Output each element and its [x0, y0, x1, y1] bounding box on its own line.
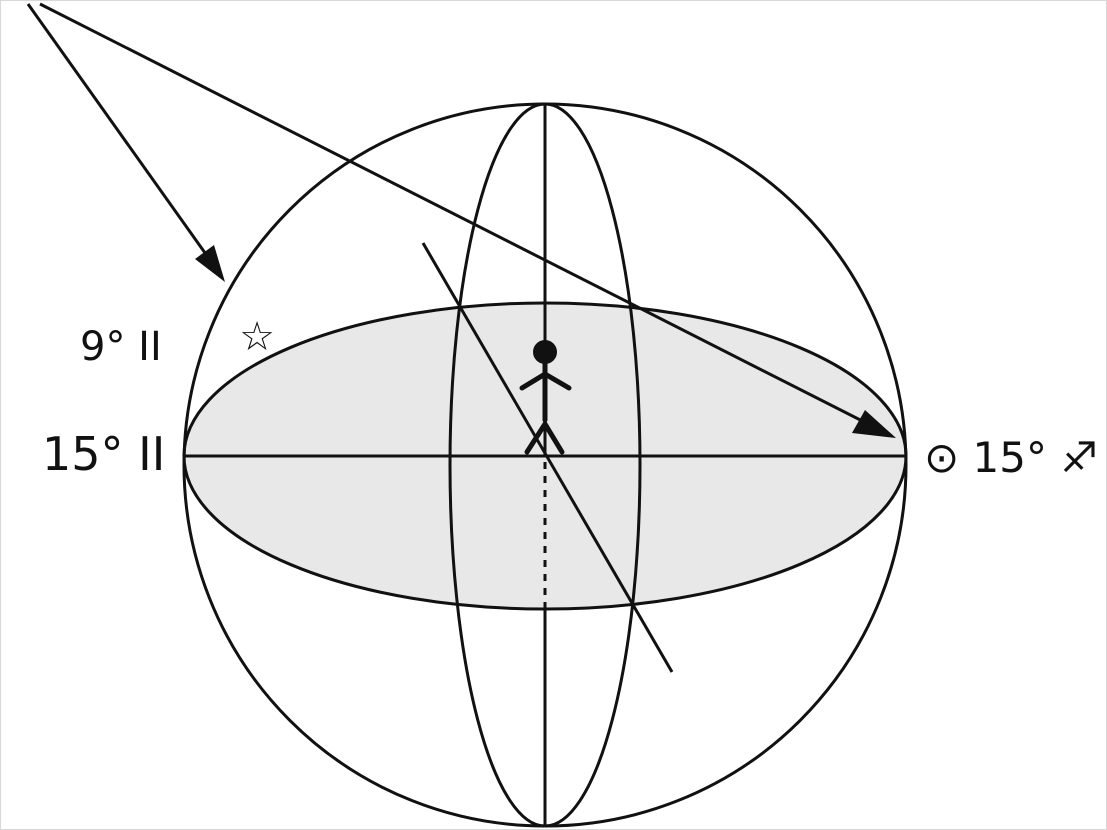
- star-icon: ☆: [239, 314, 275, 360]
- star-position-label: 9° II: [80, 324, 162, 370]
- west-point-label: 15° II: [42, 427, 165, 481]
- arrowhead-star: [195, 245, 225, 282]
- arrow-to-star: [28, 4, 220, 274]
- sun-position-label: ⊙ 15° ♐: [924, 433, 1098, 482]
